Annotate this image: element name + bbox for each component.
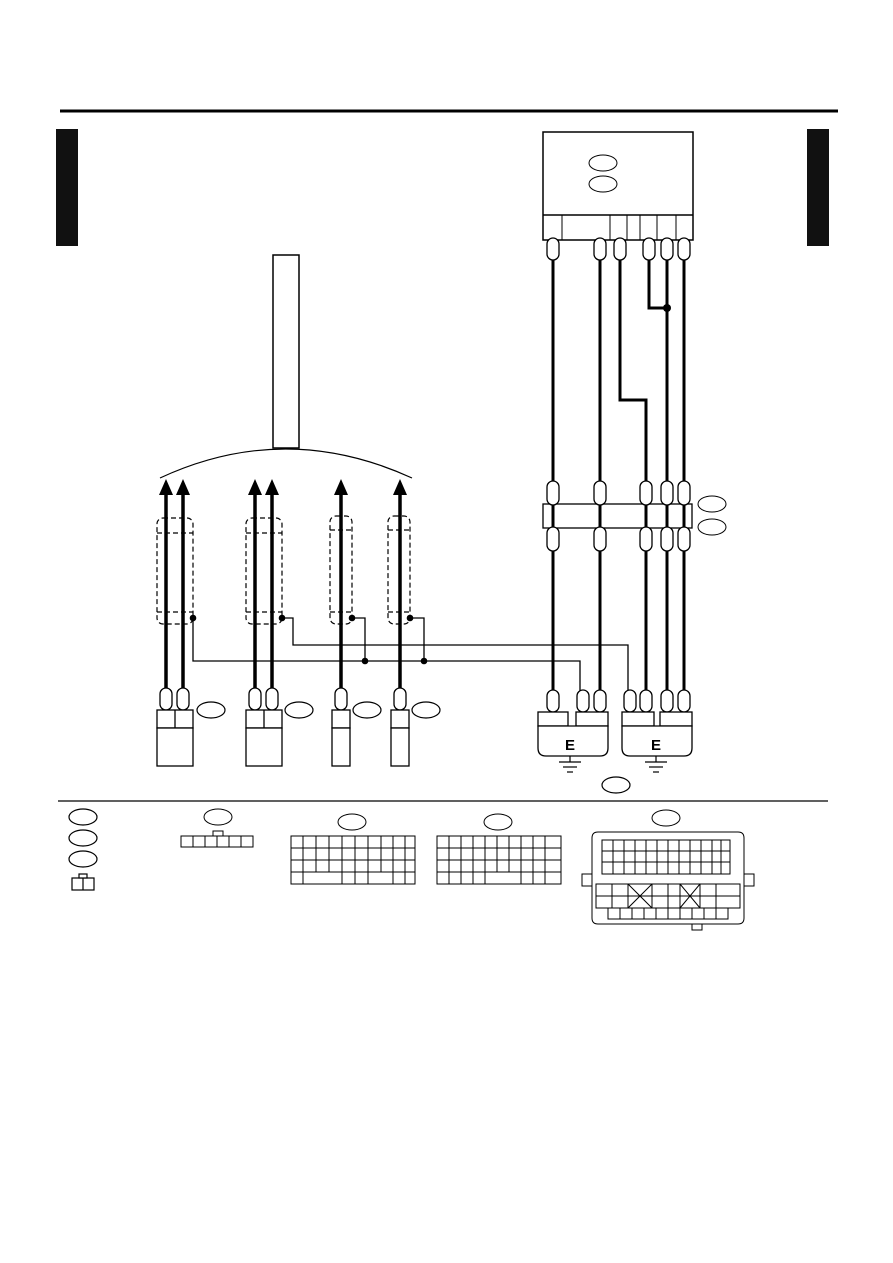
legend-ref-bubbles [68,808,98,891]
sensor-arrowheads [159,479,407,495]
legend-connector-grid-2 [436,813,562,885]
control-module [542,131,694,241]
shield-outlines [156,515,411,625]
sensor-wires [164,492,402,690]
shield-wires [192,617,629,692]
module-wires [551,258,686,692]
sensor-connector-dividers [174,710,265,728]
legend-connector-ecm [581,809,755,931]
legend-connector-6pin [180,808,254,848]
splice-dot-module [663,304,671,312]
ground-label-1: E [565,737,575,754]
ground-connectors: E E [537,689,693,794]
module-ref-ellipse-1 [588,154,618,172]
sensor-group-box [272,254,300,449]
sensor-group-arc [159,448,413,479]
inline-connector [542,480,727,552]
sensor-ref-ellipses [196,701,441,719]
side-tab-right [807,129,829,246]
inline-ref-ellipse-2 [697,518,727,536]
ground-ref-ellipse [601,776,631,794]
sensor-connectors [156,687,410,767]
side-tab-left [56,129,78,246]
module-ref-ellipse-2 [588,175,618,193]
inline-ref-ellipse-1 [697,495,727,513]
legend-connector-grid-1 [290,813,416,885]
ground-label-2: E [651,737,661,754]
shield-splice-dots [189,614,428,665]
module-pin-capsules [546,237,691,261]
